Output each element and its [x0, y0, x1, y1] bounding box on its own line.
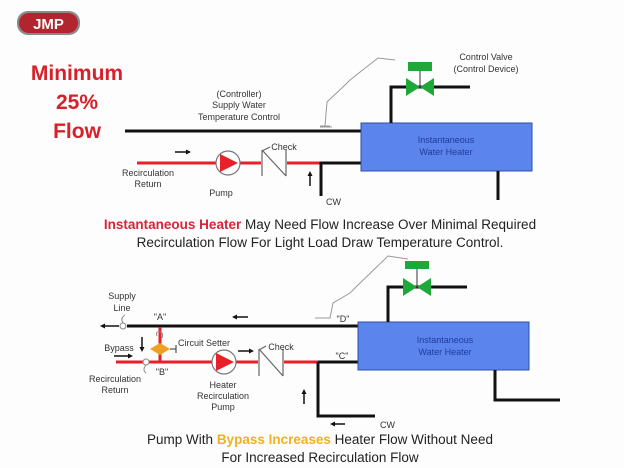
control-valve-icon: [406, 62, 434, 96]
pump-label-bottom-line3: Pump: [211, 402, 235, 412]
caption1-line1: Instantaneous Heater May Need Flow Incre…: [104, 217, 536, 232]
headline-line3: Flow: [53, 120, 101, 143]
cw-label-bottom: CW: [380, 420, 395, 430]
control-valve-label-line2: (Control Device): [453, 64, 518, 74]
caption2-line1: Pump With Bypass Increases Heater Flow W…: [147, 432, 493, 447]
check-label: Check: [271, 142, 297, 152]
recirc-tap-icon: [142, 358, 150, 366]
logo-text: JMP: [33, 16, 64, 33]
headline-line1: Minimum: [31, 62, 123, 85]
caption2-highlight: Bypass Increases: [217, 432, 331, 447]
point-c-label: "C": [336, 351, 349, 361]
recirc-label-bottom-line1: Recirculation: [89, 374, 141, 384]
heater-label-line1: Instantaneous: [418, 135, 475, 145]
caption2-pre: Pump With: [147, 432, 217, 447]
pump-label: Pump: [209, 188, 233, 198]
hot-outlet-pipe-bottom: [386, 285, 467, 322]
bottom-diagram: Instantaneous Water Heater Supply Line "…: [89, 255, 560, 430]
cw-label: CW: [326, 197, 341, 207]
hot-outlet-pipe: [389, 85, 470, 123]
control-valve-label-line1: Control Valve: [459, 52, 512, 62]
recirc-label-bottom-line2: Return: [101, 385, 128, 395]
point-b-label: "B": [156, 367, 168, 377]
recirc-label-line1: Recirculation: [122, 168, 174, 178]
control-valve-icon-bottom: [403, 261, 431, 296]
check-valve-icon: [261, 146, 287, 177]
heater-recirc-pump-icon: [211, 349, 237, 375]
controller-label-line3: Temperature Control: [198, 112, 280, 122]
caption2-post: Heater Flow Without Need: [331, 432, 493, 447]
controller-sensor-wire: [320, 57, 396, 127]
pump-icon: [215, 150, 241, 176]
check-label-bottom: Check: [268, 342, 294, 352]
circuit-setter-label: Circuit Setter: [178, 338, 230, 348]
check-valve-icon-bottom: [258, 345, 284, 377]
circuit-setter-icon: [150, 331, 177, 355]
heater-outlet-bottom: [493, 370, 560, 402]
controller-label-line2: Supply Water: [212, 100, 266, 110]
supply-label-line2: Line: [113, 303, 130, 313]
caption2-line2: For Increased Recirculation Flow: [221, 450, 419, 465]
supply-label-line1: Supply: [108, 291, 136, 301]
point-d-label: "D": [337, 314, 350, 324]
pump-label-bottom-line1: Heater: [209, 380, 236, 390]
caption1-rest: May Need Flow Increase Over Minimal Requ…: [241, 217, 536, 232]
heater-label-bottom-line1: Instantaneous: [417, 335, 474, 345]
cw-pipe-bottom: [316, 362, 375, 418]
instantaneous-water-heater-bottom: [357, 321, 530, 371]
heater-label-bottom-line2: Water Heater: [418, 347, 471, 357]
caption1-highlight: Instantaneous Heater: [104, 217, 242, 232]
pump-label-bottom-line2: Recirculation: [197, 391, 249, 401]
bypass-label: Bypass: [104, 343, 134, 353]
sensor-wire-bottom: [315, 255, 409, 319]
instantaneous-water-heater: [360, 122, 533, 172]
caption1-line2: Recirculation Flow For Light Load Draw T…: [137, 235, 504, 250]
supply-tap-icon: [119, 322, 127, 330]
recirc-label-line2: Return: [134, 179, 161, 189]
top-diagram: Instantaneous Water Heater (Controller) …: [122, 52, 533, 207]
point-a-label: "A": [154, 312, 166, 322]
controller-label-line1: (Controller): [216, 89, 261, 99]
headline-line2: 25%: [56, 91, 98, 114]
jmp-logo: JMP: [17, 11, 80, 35]
heater-label-line2: Water Heater: [419, 147, 472, 157]
